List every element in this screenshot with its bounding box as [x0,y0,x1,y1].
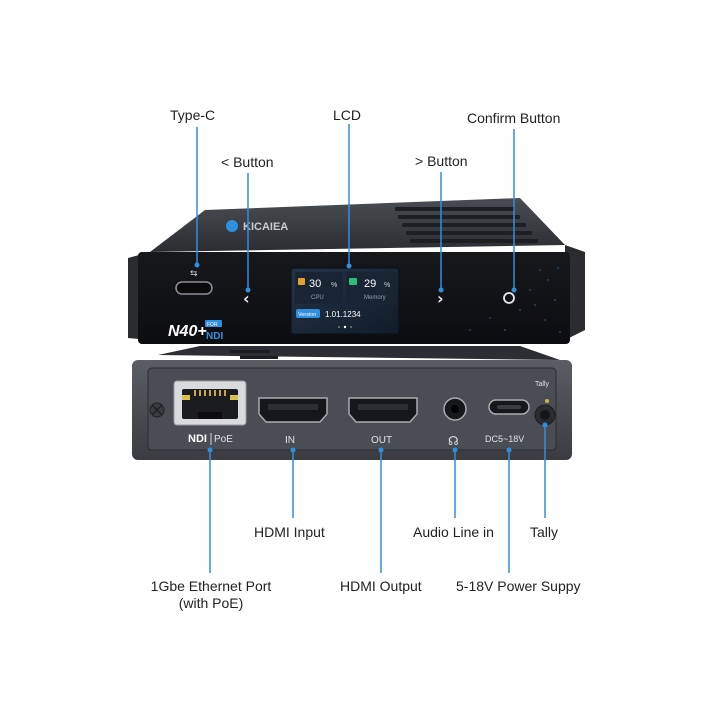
memory-label: Memory [364,295,386,301]
callout-ethernet-line2: (with PoE) [178,595,244,611]
rear-unit: NDI PoE IN OUT ☊ DC5~18V Tally [132,346,572,460]
memory-unit: % [384,282,390,289]
poe-label: PoE [214,434,233,445]
top-vents [395,207,538,243]
model-sub: NDI [206,331,223,342]
confirm-button [503,292,515,304]
headphone-icon: ☊ [448,434,459,448]
memory-value: 29 [364,278,376,290]
callout-hdmi-output: HDMI Output [340,578,422,594]
memory-icon [349,278,357,285]
cpu-label: CPU [311,295,324,301]
cpu-unit: % [331,282,337,289]
callout-lcd: LCD [333,107,362,123]
version-value: 1.01.1234 [325,310,361,319]
hdmi-in-label: IN [285,435,295,446]
usb-c-port [175,281,213,295]
ndi-label: NDI [188,433,207,445]
left-arrow-button: ‹ [243,289,250,308]
cpu-value: 30 [309,278,321,290]
version-badge [296,309,320,318]
callout-tally: Tally [530,524,559,540]
callout-ethernet-line1: 1Gbe Ethernet Port [150,578,272,594]
callout-left-button: < Button [221,154,274,170]
right-arrow-button: › [437,289,444,308]
usb-icon: ⇆ [190,269,198,279]
callout-type-c: Type-C [170,107,216,123]
front-unit: KICAIEA ⇆ ‹ › 30 % CPU 29 % [128,198,585,344]
dc-label: DC5~18V [485,434,524,444]
hdmi-out-label: OUT [371,435,392,446]
callout-lines [194,124,548,573]
brand-logo-icon [226,220,238,232]
front-unit-top [150,198,565,252]
callout-audio-line-in: Audio Line in [413,524,494,540]
cpu-icon [298,278,305,285]
tally-label: Tally [535,381,550,388]
version-label: Version [298,312,316,318]
front-dot-pattern [469,267,561,333]
callout-ethernet-port: 1Gbe Ethernet Port (with PoE) [146,578,276,612]
model-badge: FOR [207,322,218,328]
callout-right-button: > Button [415,153,468,169]
callout-power-supply: 5-18V Power Suppy [456,578,581,594]
brand-name: KICAIEA [243,221,288,233]
model-name: N40+ [168,323,207,340]
callout-hdmi-input: HDMI Input [254,524,325,540]
callout-confirm-button: Confirm Button [467,110,561,126]
